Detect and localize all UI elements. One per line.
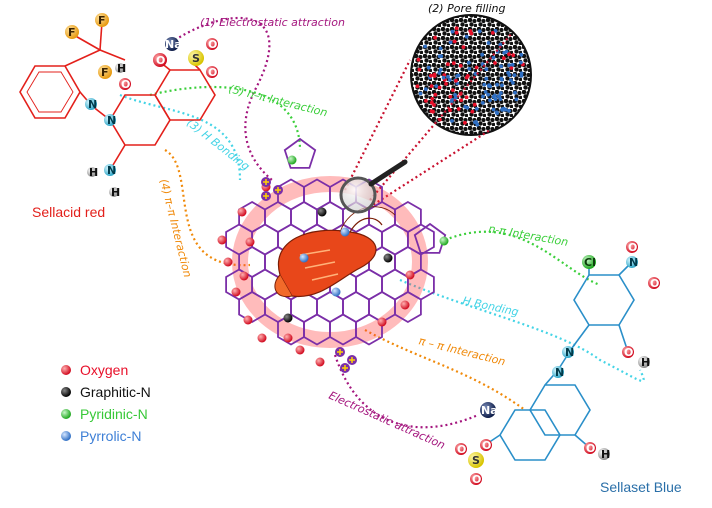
svg-text:F: F [98, 14, 106, 27]
svg-text:O: O [624, 346, 633, 359]
pyridinic-n-atom [439, 236, 449, 246]
h-bonding-label-top: (3) H Bonding [184, 116, 252, 173]
oxygen-atom [245, 237, 255, 247]
svg-text:O: O [482, 439, 491, 452]
svg-text:S: S [472, 454, 480, 467]
svg-text:O: O [586, 442, 595, 455]
legend-item-graphitic-n: Graphitic-N [61, 384, 151, 400]
svg-text:H: H [641, 356, 650, 369]
carbon-framework [217, 137, 449, 373]
oxygen-atom [237, 207, 247, 217]
oxygen-atom [217, 235, 227, 245]
svg-text:Graphitic-N: Graphitic-N [80, 384, 151, 400]
svg-text:N: N [565, 346, 574, 359]
svg-text:O: O [457, 443, 466, 456]
svg-text:Pyrrolic-N: Pyrrolic-N [80, 428, 141, 444]
magnifier-icon [339, 159, 408, 214]
oxygen-atom [315, 357, 325, 367]
pore-filling-label: (2) Pore filling [428, 2, 505, 15]
h-bonding-label-right: H Bonding [461, 294, 519, 319]
svg-text:Pyridinic-N: Pyridinic-N [80, 406, 148, 422]
sellaset-blue-molecule [484, 258, 635, 461]
sellacid-red-atoms: F F F N N O S O O Na O H N H H [65, 13, 218, 199]
sellacid-red-molecule [19, 21, 216, 171]
oxygen-atom [223, 257, 233, 267]
svg-text:N: N [107, 164, 116, 177]
oxygen-atom [377, 317, 387, 327]
svg-text:N: N [629, 256, 638, 269]
svg-text:Cl: Cl [584, 256, 596, 269]
pyrrolic-n-atom [299, 253, 309, 263]
svg-text:H: H [601, 448, 610, 461]
svg-text:N: N [107, 114, 116, 127]
svg-text:O: O [208, 38, 217, 51]
interaction-paths [119, 16, 645, 429]
hex-ring [394, 290, 422, 324]
electrostatic-attraction-label-bottom: Electrostatic attraction [327, 389, 447, 452]
graphitic-n-atom [383, 253, 393, 263]
n-pi-interaction-label-top: (5) n–π Interaction [227, 82, 329, 119]
n-pi-path-right [444, 230, 601, 287]
oxygen-atom [257, 333, 267, 343]
svg-text:F: F [68, 26, 76, 39]
svg-text:O: O [156, 54, 165, 67]
pi-pi-path-right [364, 329, 526, 411]
svg-text:Oxygen: Oxygen [80, 362, 128, 378]
oxygen-atom [405, 270, 415, 280]
n-pi-interaction-label-right: n-π Interaction [487, 222, 569, 249]
electrostatic-attraction-label-top: (1) Electrostatic attraction [200, 16, 345, 29]
electrostatic-path-bottom [333, 354, 479, 429]
svg-text:O: O [208, 66, 217, 79]
svg-text:H: H [117, 62, 126, 75]
graphitic-n-atom [283, 313, 293, 323]
sellaset-blue-name: Sellaset Blue [600, 479, 682, 495]
oxygen-atom [239, 271, 249, 281]
oxygen-atom [295, 345, 305, 355]
svg-text:N: N [555, 366, 564, 379]
legend-item-oxygen: Oxygen [61, 362, 128, 378]
hex-ring [355, 313, 383, 346]
graphitic-n-atom [317, 207, 327, 217]
pi-pi-interaction-label-right: π – π Interaction [417, 334, 506, 368]
pore-filling-sphere [410, 14, 532, 136]
shrimp-icon [274, 206, 396, 298]
legend-item-pyrrolic-n: Pyrrolic-N [61, 428, 141, 444]
svg-text:O: O [472, 473, 481, 486]
svg-text:Na: Na [165, 38, 182, 51]
svg-text:O: O [121, 78, 130, 91]
svg-text:N: N [88, 98, 97, 111]
oxygen-atom [400, 300, 410, 310]
oxygen-atom [231, 287, 241, 297]
sellaset-blue-atoms: Cl N O O O H N N O H Na O S O O [455, 241, 660, 486]
svg-text:S: S [192, 52, 200, 65]
pentagon-ring [413, 222, 447, 254]
h-bonding-path-top [119, 93, 242, 181]
pentagon-ring [283, 137, 317, 169]
svg-text:Na: Na [481, 404, 498, 417]
legend-item-pyridinic-n: Pyridinic-N [61, 406, 148, 422]
oxygen-atom [243, 315, 253, 325]
svg-text:O: O [628, 241, 637, 254]
electrostatic-path-top [174, 16, 273, 181]
svg-text:H: H [89, 166, 98, 179]
h-bonding-path-right [399, 278, 645, 382]
pi-pi-interaction-label-left: (4) π–π Interaction [157, 178, 194, 279]
legend: Oxygen Graphitic-N Pyridinic-N Pyrrolic-… [61, 362, 151, 444]
pyrrolic-n-atom [331, 287, 341, 297]
svg-text:H: H [111, 186, 120, 199]
svg-text:O: O [650, 277, 659, 290]
svg-text:F: F [101, 66, 109, 79]
pyridinic-n-atom [287, 155, 297, 165]
oxygen-atom [283, 333, 293, 343]
pyrrolic-n-atom [340, 227, 350, 237]
sellacid-red-name: Sellacid red [32, 204, 105, 220]
